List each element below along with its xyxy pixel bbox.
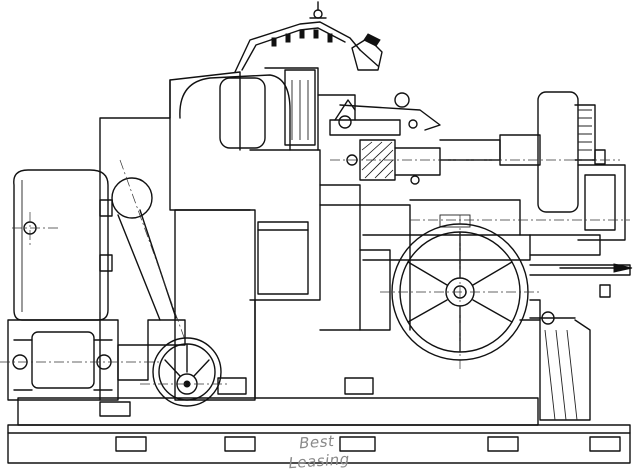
overhead-arm: [234, 1, 383, 73]
lower-motor: [0, 319, 160, 401]
right-levers: [529, 263, 633, 325]
spindle-assembly: [330, 91, 630, 241]
left-housing: [12, 169, 113, 321]
arm-bolts: [271, 29, 333, 47]
connecting-rod: [111, 159, 186, 346]
main-frame: [99, 71, 631, 421]
headstock: [179, 67, 441, 151]
work-lamp: [351, 33, 383, 71]
machine-base: [7, 377, 631, 464]
hand-wheel: [380, 215, 540, 370]
lower-pulley: [140, 337, 230, 407]
